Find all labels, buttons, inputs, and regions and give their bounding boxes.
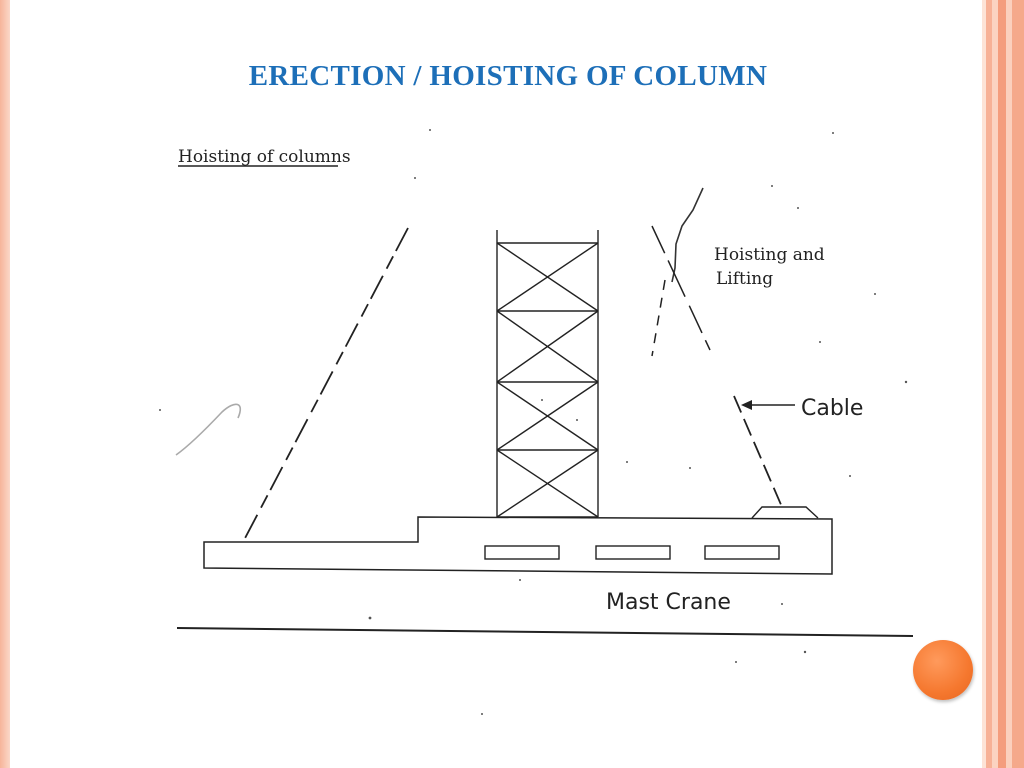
base-slot-2 xyxy=(595,545,671,560)
mast-crane-label: Mast Crane xyxy=(606,590,731,615)
base-slot-1 xyxy=(484,545,560,560)
hoisting-diagram-svg: Hoisting of columns xyxy=(159,129,914,715)
crane-base xyxy=(203,516,833,575)
lattice-mast xyxy=(496,230,599,518)
hoisting-diagram: Hoisting of columns xyxy=(150,110,930,750)
cable-arrow-head xyxy=(741,400,752,410)
faint-scribble xyxy=(175,403,242,456)
hoisting-label-line2: Lifting xyxy=(716,269,773,289)
scan-speckles xyxy=(159,129,908,715)
base-slot-3 xyxy=(704,545,780,560)
ground-line xyxy=(176,627,914,637)
hoist-rope xyxy=(671,187,704,283)
slide-title: ERECTION / HOISTING OF COLUMN xyxy=(248,60,768,92)
right-decorative-border xyxy=(982,0,1024,768)
left-decorative-border xyxy=(0,0,10,768)
cable-anchor xyxy=(751,506,819,519)
right-cable-line xyxy=(733,395,783,508)
cable-label: Cable xyxy=(801,396,863,421)
hoist-dashed-line-2 xyxy=(651,279,666,357)
hoisting-label-line1: Hoisting and xyxy=(714,245,825,265)
left-guy-line xyxy=(242,227,409,543)
diagram-heading: Hoisting of columns xyxy=(178,147,351,167)
hoist-dashed-line-1 xyxy=(651,225,711,351)
accent-circle xyxy=(913,640,973,700)
